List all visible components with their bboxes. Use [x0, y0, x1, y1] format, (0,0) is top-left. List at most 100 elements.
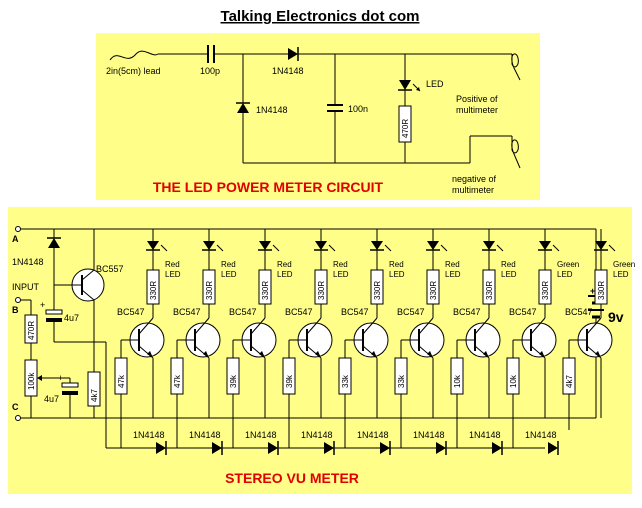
- base-resistor-label-5: 33k: [341, 374, 350, 388]
- led-type-label-6: LED: [445, 270, 461, 279]
- ladder-diode-1: [156, 442, 166, 454]
- led-type-label-2: LED: [221, 270, 237, 279]
- led-3: [259, 241, 271, 250]
- led-color-label-4: Red: [333, 260, 348, 269]
- led-power-meter-panel: 2in(5cm) lead 100p 1N4148 1N4148 100n LE…: [96, 33, 540, 200]
- input-capacitor-plus: +: [40, 300, 45, 310]
- base-resistor-label-6: 33k: [397, 374, 406, 388]
- bc547-label-4: BC547: [285, 307, 313, 317]
- led-color-label-2: Red: [221, 260, 236, 269]
- led-resistor-label-8: 330R: [541, 281, 550, 300]
- ladder-diode-label-6: 1N4148: [413, 430, 445, 440]
- led-4: [315, 241, 327, 250]
- vu-stage-8: [506, 229, 560, 455]
- vu-stage-4: [282, 229, 336, 455]
- vu-stage-6: [394, 229, 448, 455]
- terminal-c: [15, 415, 21, 421]
- led-type-label-1: LED: [165, 270, 181, 279]
- base-resistor-label-1: 47k: [117, 374, 126, 388]
- vu-stage-7: [450, 229, 504, 455]
- ladder-diode-4: [324, 442, 334, 454]
- page-title: Talking Electronics dot com: [221, 8, 420, 25]
- top-panel-background: [96, 33, 540, 200]
- positive-label-line1: Positive of: [456, 94, 498, 104]
- led-6: [427, 241, 439, 250]
- lower-capacitor: [61, 382, 79, 388]
- led-type-label-7: LED: [501, 270, 517, 279]
- top-circuit-caption: THE LED POWER METER CIRCUIT: [153, 179, 384, 195]
- led-resistor-label-7: 330R: [485, 281, 494, 300]
- bc547-label-1: BC547: [117, 307, 145, 317]
- negative-label-line1: negative of: [452, 174, 497, 184]
- led-resistor-label-2: 330R: [205, 281, 214, 300]
- shunt-diode: [237, 103, 249, 113]
- ladder-diode-6: [436, 442, 446, 454]
- bc547-label-6: BC547: [397, 307, 425, 317]
- input-diode: [48, 238, 60, 248]
- ladder-diode-2: [212, 442, 222, 454]
- negative-label-line2: multimeter: [452, 185, 494, 195]
- bc547-label-9: BC547: [565, 307, 593, 317]
- ladder-diode-7: [492, 442, 502, 454]
- ladder-diode-8: [548, 442, 558, 454]
- led-color-label-5: Red: [389, 260, 404, 269]
- led-color-label-7: Red: [501, 260, 516, 269]
- ladder-diode-label-8: 1N4148: [525, 430, 557, 440]
- led-resistor-label-9: 330R: [597, 281, 606, 300]
- input-resistor-label: 470R: [27, 321, 36, 340]
- series-capacitor-label: 100p: [200, 66, 220, 76]
- negative-probe: [511, 136, 521, 169]
- bc547-label-5: BC547: [341, 307, 369, 317]
- terminal-c-label: C: [12, 402, 19, 412]
- led-8: [539, 241, 551, 250]
- shunt-capacitor-label: 100n: [348, 104, 368, 114]
- base-resistor-label-3: 39k: [229, 374, 238, 388]
- vu-meter-panel: A B C INPUT + 9v 1N4148: [8, 207, 635, 494]
- input-diode-label: 1N4148: [12, 257, 44, 267]
- bc547-label-3: BC547: [229, 307, 257, 317]
- base-resistor-label-8: 10k: [509, 374, 518, 388]
- ladder-diode-label-3: 1N4148: [245, 430, 277, 440]
- led-resistor-label: 470R: [401, 119, 410, 138]
- terminal-b-label: B: [12, 305, 19, 315]
- base-resistor-label-4: 39k: [285, 374, 294, 388]
- led-color-label-8: Green: [557, 260, 579, 269]
- bc547-label-7: BC547: [453, 307, 481, 317]
- battery-label: 9v: [608, 309, 624, 325]
- vu-stage-2: [170, 229, 224, 455]
- volume-pot-label: 100k: [27, 372, 36, 390]
- antenna-lead: [109, 50, 159, 61]
- terminal-a-label: A: [12, 234, 19, 244]
- led-color-label-1: Red: [165, 260, 180, 269]
- led-resistor-label-3: 330R: [261, 281, 270, 300]
- series-diode: [288, 48, 298, 60]
- vu-stages: RedLED330RBC54747k1N4148RedLED330RBC5474…: [114, 229, 635, 455]
- base-resistor-label-2: 47k: [173, 374, 182, 388]
- lead-label: 2in(5cm) lead: [106, 66, 161, 76]
- led-7: [483, 241, 495, 250]
- led-label: LED: [426, 79, 444, 89]
- led-2: [203, 241, 215, 250]
- vu-meter-caption: STEREO VU METER: [225, 470, 359, 486]
- bc547-label-8: BC547: [509, 307, 537, 317]
- led-resistor-label-1: 330R: [149, 281, 158, 300]
- ladder-diode-label-5: 1N4148: [357, 430, 389, 440]
- led-color-label-6: Red: [445, 260, 460, 269]
- bc547-label-2: BC547: [173, 307, 201, 317]
- led-1: [147, 241, 159, 250]
- ladder-diode-label-4: 1N4148: [301, 430, 333, 440]
- vu-stage-3: [226, 229, 280, 455]
- base-resistor-label-7: 10k: [453, 374, 462, 388]
- led-type-label-4: LED: [333, 270, 349, 279]
- led-resistor-label-6: 330R: [429, 281, 438, 300]
- led-resistor-label-5: 330R: [373, 281, 382, 300]
- ladder-diode-label-1: 1N4148: [133, 430, 165, 440]
- battery-plus: +: [590, 286, 595, 296]
- led-type-label-5: LED: [389, 270, 405, 279]
- bias-resistor-label: 4k7: [90, 389, 99, 402]
- ladder-diode-label-7: 1N4148: [469, 430, 501, 440]
- led-type-label-3: LED: [277, 270, 293, 279]
- input-capacitor: [45, 309, 63, 315]
- vu-stage-9: [562, 229, 616, 430]
